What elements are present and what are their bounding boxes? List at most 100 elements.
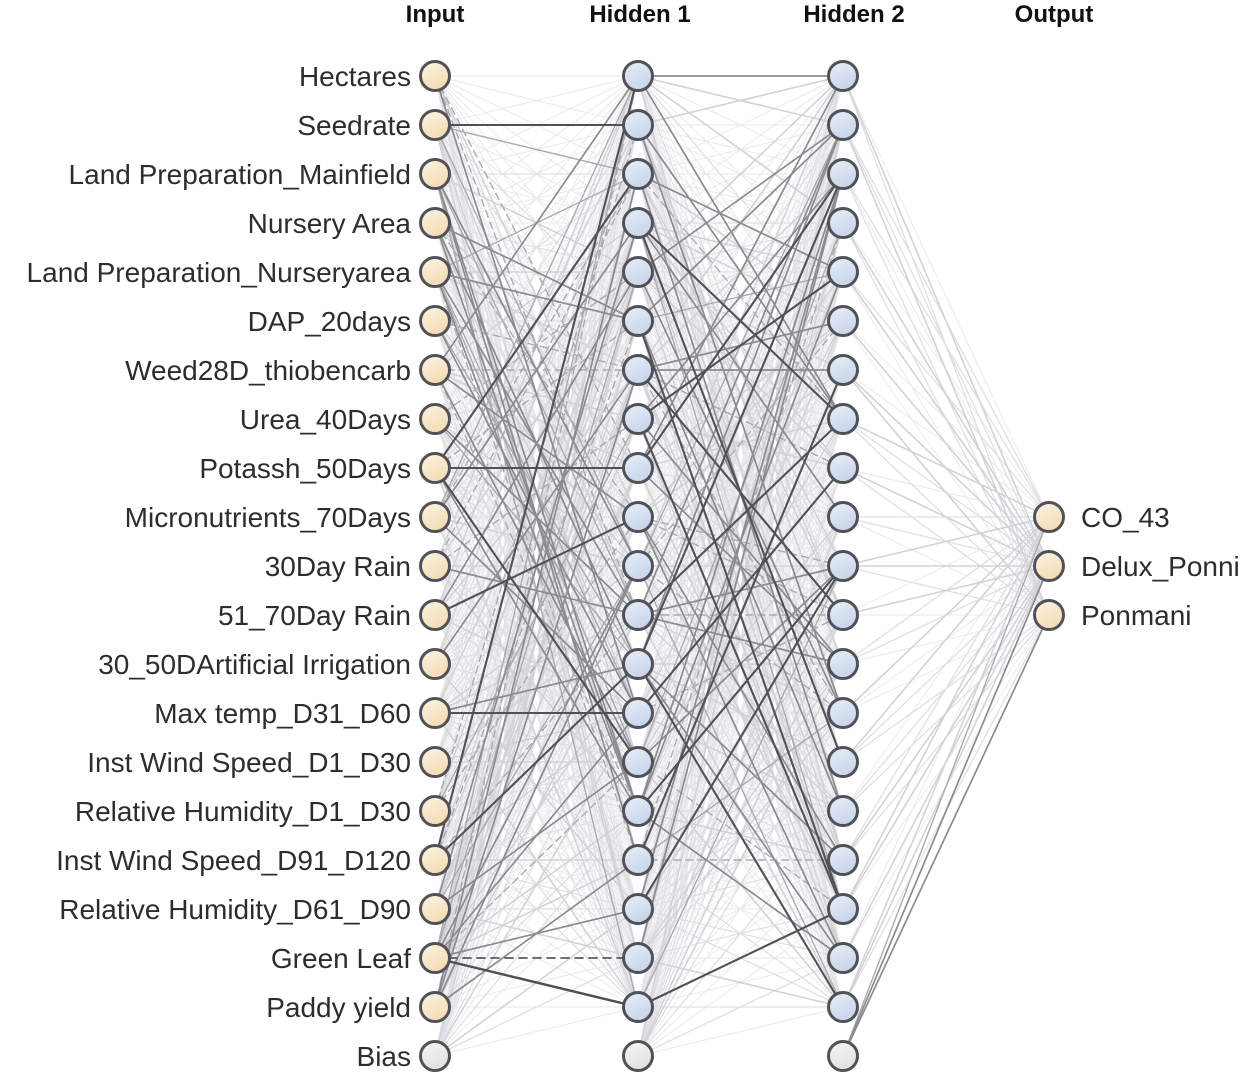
layer-header-output: Output bbox=[1014, 1, 1094, 28]
edge bbox=[637, 516, 844, 567]
edge bbox=[433, 74, 640, 862]
output-node-label: CO_43 bbox=[1081, 502, 1170, 533]
hidden1-node bbox=[622, 403, 654, 435]
input-node bbox=[419, 991, 451, 1023]
input-node-label: Green Leaf bbox=[271, 943, 411, 974]
input-node-label: 30Day Rain bbox=[265, 551, 411, 582]
hidden2-node bbox=[827, 697, 859, 729]
edge bbox=[433, 956, 640, 1009]
hidden2-node bbox=[827, 550, 859, 582]
hidden1-node bbox=[622, 844, 654, 876]
edge bbox=[842, 271, 1050, 567]
hidden2-node bbox=[827, 942, 859, 974]
hidden1-node bbox=[622, 991, 654, 1023]
input-node-label: Weed28D_thiobencarb bbox=[125, 355, 411, 386]
edge bbox=[434, 859, 639, 1008]
output-node bbox=[1033, 599, 1065, 631]
layer-header-input: Input bbox=[405, 1, 465, 28]
edge bbox=[636, 417, 845, 911]
edge bbox=[637, 75, 844, 175]
hidden2-node bbox=[827, 158, 859, 190]
hidden2-bias-node bbox=[827, 1040, 859, 1072]
input-node bbox=[419, 746, 451, 778]
edge bbox=[636, 564, 845, 813]
edge bbox=[434, 369, 639, 665]
hidden1-node bbox=[622, 795, 654, 827]
input-node-label: Urea_40Days bbox=[240, 404, 411, 435]
input-node bbox=[419, 893, 451, 925]
hidden2-node bbox=[827, 452, 859, 484]
hidden1-node bbox=[622, 599, 654, 631]
edge bbox=[842, 516, 1050, 763]
edge bbox=[842, 173, 1050, 518]
hidden2-node bbox=[827, 60, 859, 92]
edge bbox=[434, 761, 639, 959]
input-node bbox=[419, 354, 451, 386]
edge bbox=[434, 565, 639, 1008]
edge bbox=[636, 172, 845, 470]
hidden1-node bbox=[622, 648, 654, 680]
edge bbox=[434, 222, 639, 518]
edge bbox=[636, 368, 845, 862]
edge bbox=[433, 172, 640, 470]
input-node-label: Nursery Area bbox=[248, 208, 412, 239]
edge bbox=[434, 173, 639, 1008]
input-node-label: Seedrate bbox=[297, 110, 411, 141]
edge bbox=[637, 124, 844, 322]
edge bbox=[433, 515, 640, 617]
hidden1-node bbox=[622, 207, 654, 239]
input-node-label: 51_70Day Rain bbox=[218, 600, 411, 631]
edge bbox=[636, 368, 845, 617]
input-node bbox=[419, 550, 451, 582]
edge bbox=[842, 565, 1050, 616]
hidden1-node bbox=[622, 746, 654, 778]
edge bbox=[636, 270, 845, 421]
hidden1-node bbox=[622, 158, 654, 190]
input-node bbox=[419, 158, 451, 190]
hidden1-node bbox=[622, 354, 654, 386]
input-node-label: Paddy yield bbox=[266, 992, 411, 1023]
input-node-label: 30_50DArtificial Irrigation bbox=[98, 649, 411, 680]
edge bbox=[842, 565, 1050, 763]
edge bbox=[434, 271, 639, 616]
input-node-label: Inst Wind Speed_D91_D120 bbox=[56, 845, 411, 876]
edge bbox=[842, 516, 1050, 861]
edge bbox=[637, 124, 844, 273]
edge bbox=[637, 124, 844, 616]
input-node-label: Hectares bbox=[299, 61, 411, 92]
output-node-label: Delux_Ponni bbox=[1081, 551, 1240, 582]
hidden2-node bbox=[827, 207, 859, 239]
edge bbox=[637, 75, 844, 126]
hidden1-node bbox=[622, 109, 654, 141]
edge bbox=[842, 516, 1050, 910]
edge bbox=[433, 662, 640, 862]
hidden1-bias-node bbox=[622, 1040, 654, 1072]
hidden1-node bbox=[622, 942, 654, 974]
hidden2-node bbox=[827, 991, 859, 1023]
edge bbox=[842, 320, 1050, 567]
edge bbox=[637, 173, 844, 959]
input-node bbox=[419, 795, 451, 827]
input-node-label: DAP_20days bbox=[248, 306, 411, 337]
edge bbox=[842, 516, 1050, 714]
output-node-label: Ponmani bbox=[1081, 600, 1192, 631]
input-node bbox=[419, 501, 451, 533]
input-node bbox=[419, 256, 451, 288]
edge bbox=[434, 271, 639, 861]
edge bbox=[434, 271, 639, 1057]
hidden2-node bbox=[827, 403, 859, 435]
input-node-label: Max temp_D31_D60 bbox=[154, 698, 411, 729]
neuron-nodes bbox=[419, 60, 1065, 1072]
edge bbox=[434, 1006, 639, 1057]
hidden1-node bbox=[622, 697, 654, 729]
hidden2-node bbox=[827, 501, 859, 533]
edge bbox=[637, 810, 844, 959]
edge bbox=[636, 466, 845, 715]
edge bbox=[636, 907, 845, 1009]
edge bbox=[434, 369, 639, 1008]
edge bbox=[842, 565, 1050, 910]
hidden1-node bbox=[622, 893, 654, 925]
hidden2-node bbox=[827, 746, 859, 778]
